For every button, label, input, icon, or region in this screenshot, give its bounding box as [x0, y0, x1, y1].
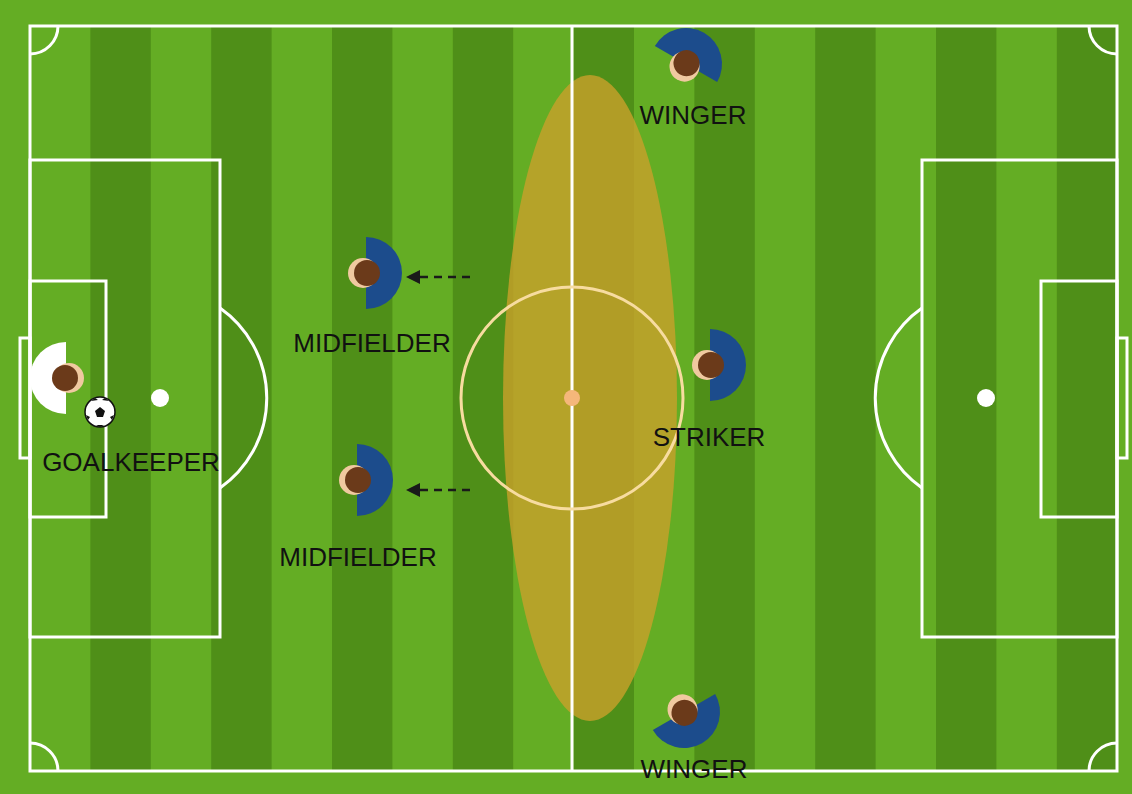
center-spot — [564, 390, 580, 406]
player-icon — [339, 444, 393, 516]
grass-stripe — [332, 26, 392, 771]
player-icon — [644, 678, 733, 761]
highlight-zone — [503, 75, 677, 721]
player-icon — [692, 329, 746, 401]
player-label: MIDFIELDER — [279, 542, 436, 572]
grass-stripe — [936, 26, 996, 771]
player-label: MIDFIELDER — [293, 328, 450, 358]
player-label: WINGER — [641, 754, 748, 784]
player-icon — [348, 237, 402, 309]
grass-stripe — [694, 26, 754, 771]
grass-stripe — [815, 26, 875, 771]
player-label: STRIKER — [653, 422, 766, 452]
player-icon — [30, 342, 84, 414]
grass-stripe — [1057, 26, 1117, 771]
pitch-lines — [20, 26, 1127, 771]
player-icon — [646, 15, 735, 98]
player-label: WINGER — [640, 100, 747, 130]
penalty-spot — [151, 389, 169, 407]
grass-stripes — [90, 26, 1117, 771]
player-label: GOALKEEPER — [42, 447, 220, 477]
run-arrows — [406, 270, 470, 497]
penalty-spot — [977, 389, 995, 407]
player-icons — [30, 15, 746, 761]
ball — [85, 397, 115, 427]
